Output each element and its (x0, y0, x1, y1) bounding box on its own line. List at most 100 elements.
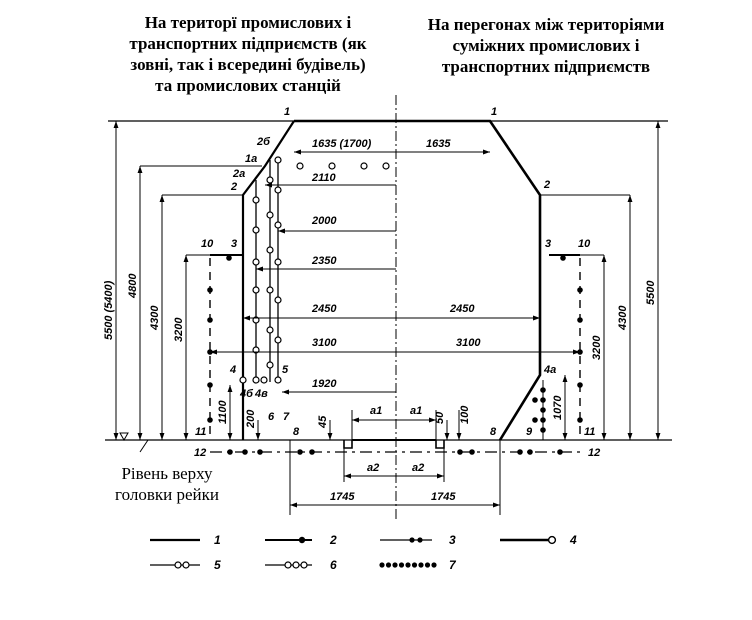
solid-marker-dot (226, 255, 232, 261)
dim-label-200: 200 (245, 409, 257, 429)
dim-label-1635: 1635 (426, 138, 451, 150)
dim-label-a1-left: a1 (370, 405, 382, 417)
solid-marker-dot (532, 417, 538, 423)
legend-label-7: 7 (449, 558, 457, 572)
legend-line-5-circle-b (182, 561, 190, 569)
hollow-marker-dot (360, 162, 368, 170)
header-right-line-1: На перегонах між територіями (427, 15, 665, 34)
legend-line-7-dot (392, 562, 398, 568)
hollow-marker-dot (252, 226, 260, 234)
point-label-12-right: 12 (588, 447, 600, 459)
rail-label-line-1: Рівень верху (121, 464, 213, 483)
hollow-marker-dot (266, 211, 274, 219)
solid-marker-dot (577, 317, 583, 323)
legend-line-3-dot-b (417, 537, 423, 543)
legend-line-6-circle-a (284, 561, 292, 569)
legend-line-7-dot (398, 562, 405, 568)
dim-label-3200-right: 3200 (591, 335, 603, 360)
point-label-3-left: 3 (231, 238, 237, 250)
point-label-9: 9 (526, 426, 533, 438)
solid-marker-dot (577, 382, 583, 388)
legend-line-5-circle-a (174, 561, 182, 569)
point-label-8-right: 8 (490, 426, 497, 438)
header-left-line-2: транспортних підприємств (як (129, 34, 367, 53)
dim-label-3200-left: 3200 (173, 317, 185, 342)
point-label-11-left: 11 (195, 426, 206, 438)
legend-label-1: 1 (214, 533, 221, 547)
dim-label-5500-right: 5500 (645, 280, 657, 305)
point-label-4a: 4а (543, 364, 556, 376)
point-label-2b: 2б (256, 136, 271, 148)
legend-line-7-dot (424, 562, 431, 568)
point-label-8-left: 8 (293, 426, 300, 438)
point-label-10-left: 10 (201, 238, 214, 250)
hollow-marker-dot (266, 246, 274, 254)
dim-label-2450-right: 2450 (449, 303, 475, 315)
header-right-line-3: транспортних підприємств (441, 57, 651, 76)
hollow-marker-dot (274, 258, 282, 266)
legend-line-3-dot-a (409, 537, 415, 543)
legend-label-6: 6 (330, 558, 337, 572)
hollow-marker-dot (252, 376, 260, 384)
solid-marker-dot (577, 417, 583, 423)
hollow-marker-dot (274, 336, 282, 344)
dim-label-1745-right: 1745 (431, 491, 456, 503)
legend-line-6-circle-c (300, 561, 308, 569)
point-label-12-left: 12 (194, 447, 206, 459)
point-label-4: 4 (229, 364, 236, 376)
dim-label-1920: 1920 (312, 378, 337, 390)
dim-label-2110: 2110 (311, 172, 337, 184)
dim-label-2350: 2350 (311, 255, 337, 267)
hollow-marker-dot (260, 376, 268, 384)
dim-label-2450-left: 2450 (311, 303, 337, 315)
legend-line-7-dot (411, 562, 418, 568)
legend-label-3: 3 (449, 533, 456, 547)
legend-line-7-dot (405, 562, 411, 568)
point-label-3-right: 3 (545, 238, 551, 250)
legend-line-7-dot (418, 562, 424, 568)
legend-label-2: 2 (329, 533, 337, 547)
hollow-marker-dot (252, 196, 260, 204)
legend-line-7-sample (379, 562, 437, 568)
point-label-2-right: 2 (543, 179, 550, 191)
rail-level-triangle-icon (119, 432, 129, 442)
point-label-4v: 4в (254, 388, 268, 400)
header-between-territories: На перегонах між територіями суміжних пр… (396, 14, 696, 77)
dim-label-45: 45 (317, 415, 329, 429)
header-left-line-1: На територї промислових і (144, 13, 352, 32)
legend-line-7-dot (385, 562, 392, 568)
hollow-marker-dots (239, 156, 390, 384)
hollow-marker-dot (274, 156, 282, 164)
solid-marker-dots (207, 255, 583, 455)
hollow-marker-dot (266, 326, 274, 334)
dim-label-5500-5400: 5500 (5400) (103, 280, 115, 340)
vertical-dimensions (113, 121, 661, 440)
point-label-7: 7 (283, 411, 290, 423)
header-industrial-territory: На територї промислових і транспортних п… (98, 12, 398, 96)
solid-marker-dot (207, 287, 213, 293)
hollow-marker-dot (274, 376, 282, 384)
dim-label-2000: 2000 (311, 215, 337, 227)
dim-label-a1-right: a1 (410, 405, 422, 417)
hollow-marker-dot (252, 258, 260, 266)
dim-label-3100-right: 3100 (456, 337, 481, 349)
solid-marker-dot (207, 417, 213, 423)
hollow-marker-dot (266, 361, 274, 369)
dim-label-1635-1700: 1635 (1700) (312, 138, 372, 150)
dim-label-100: 100 (459, 405, 471, 424)
legend-line-7-dot (379, 562, 385, 568)
hollow-marker-dot (239, 376, 247, 384)
legend: 1 2 3 4 5 6 7 (150, 533, 577, 572)
horizontal-dimensions (210, 149, 580, 515)
hollow-marker-dot (274, 221, 282, 229)
dim-label-1070: 1070 (552, 395, 564, 420)
legend-line-7-dot (431, 562, 437, 568)
hollow-marker-dot (266, 176, 274, 184)
solid-marker-dot (532, 397, 538, 403)
header-left-line-4: та промислових станцій (155, 76, 341, 95)
point-label-6: 6 (268, 411, 275, 423)
point-label-2-left: 2 (230, 181, 237, 193)
legend-line-2-dot (298, 536, 306, 544)
dim-label-1100: 1100 (217, 399, 229, 424)
